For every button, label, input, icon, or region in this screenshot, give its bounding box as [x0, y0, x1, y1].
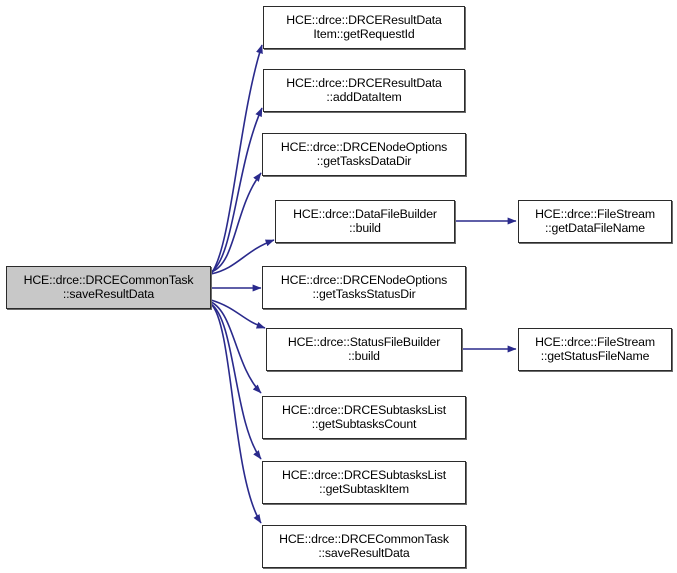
node-label: HCE::drce::StatusFileBuilder ::build [287, 335, 441, 363]
node-label: HCE::drce::DRCESubtasksList ::getSubtask… [281, 403, 447, 431]
node-filestream-getstatusfilename[interactable]: HCE::drce::FileStream ::getStatusFileNam… [518, 328, 672, 371]
node-label: HCE::drce::DRCEResultData Item::getReque… [286, 13, 442, 41]
node-drceresultdata-adddataitem[interactable]: HCE::drce::DRCEResultData ::addDataItem [263, 69, 465, 112]
node-label: HCE::drce::DRCENodeOptions ::getTasksSta… [280, 273, 448, 301]
node-label: HCE::drce::DRCECommonTask ::saveResultDa… [279, 532, 449, 560]
node-label: HCE::drce::DRCENodeOptions ::getTasksDat… [280, 140, 448, 168]
node-drcenodeoptions-gettasksstatusdir[interactable]: HCE::drce::DRCENodeOptions ::getTasksSta… [262, 266, 466, 309]
node-label: HCE::drce::DRCESubtasksList ::getSubtask… [281, 468, 447, 496]
edge-root-to-statusfilebuilder-build [210, 299, 266, 329]
node-label: HCE::drce::DRCECommonTask ::saveResultDa… [23, 273, 194, 301]
node-datafilebuilder-build[interactable]: HCE::drce::DataFileBuilder ::build [275, 200, 455, 243]
node-label: HCE::drce::FileStream ::getDataFileName [535, 207, 655, 235]
node-filestream-getdatafilename[interactable]: HCE::drce::FileStream ::getDataFileName [518, 200, 672, 243]
edge-root-to-getsubtaskitem [210, 303, 262, 460]
node-drcecommontask-saveresultdata-root[interactable]: HCE::drce::DRCECommonTask ::saveResultDa… [6, 266, 211, 309]
node-drcenodeoptions-gettasksdatadir[interactable]: HCE::drce::DRCENodeOptions ::getTasksDat… [262, 133, 466, 176]
node-drceresultdataitem-getrequestid[interactable]: HCE::drce::DRCEResultData Item::getReque… [263, 6, 465, 49]
node-statusfilebuilder-build[interactable]: HCE::drce::StatusFileBuilder ::build [266, 328, 462, 371]
node-label: HCE::drce::DataFileBuilder ::build [293, 207, 437, 235]
node-drcesubtaskslist-getsubtaskitem[interactable]: HCE::drce::DRCESubtasksList ::getSubtask… [262, 461, 466, 504]
edge-root-to-adddataitem [210, 107, 263, 273]
edge-root-to-getsubtaskscount [210, 301, 262, 394]
edge-root-to-gettasksdatadir [210, 172, 262, 273]
edge-root-to-saveresultdata-recursive [210, 303, 262, 524]
node-label: HCE::drce::DRCEResultData ::addDataItem [286, 76, 442, 104]
node-drcesubtaskslist-getsubtaskscount[interactable]: HCE::drce::DRCESubtasksList ::getSubtask… [262, 396, 466, 439]
edge-root-to-getrequestid [210, 44, 263, 275]
node-label: HCE::drce::FileStream ::getStatusFileNam… [535, 335, 655, 363]
node-drcecommontask-saveresultdata-recursive[interactable]: HCE::drce::DRCECommonTask ::saveResultDa… [262, 525, 466, 568]
